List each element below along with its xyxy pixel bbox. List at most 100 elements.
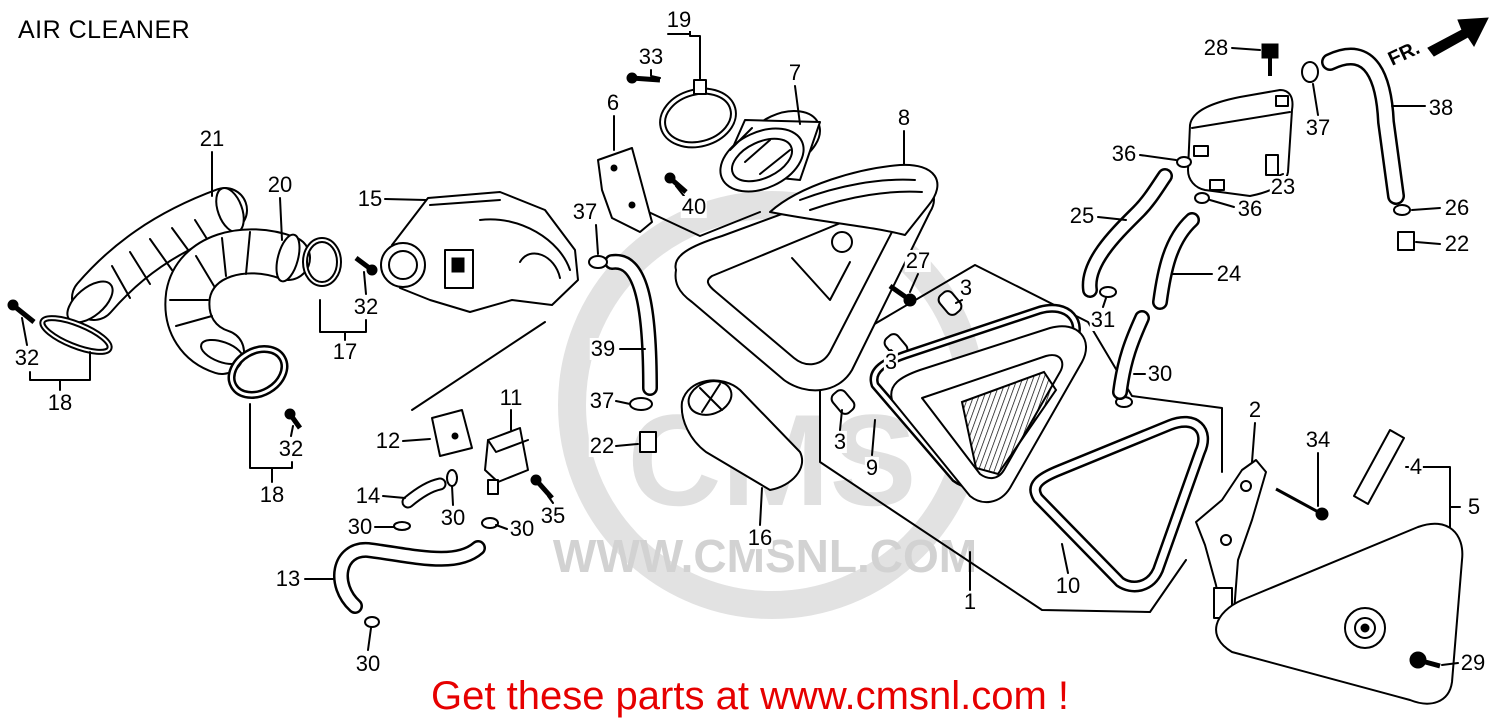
part-39-hose <box>604 253 658 396</box>
part-5-cover <box>1215 522 1464 705</box>
part-21-drawing <box>66 187 248 324</box>
callout-28: 28 <box>1202 35 1230 60</box>
part-17-clamp <box>302 237 342 287</box>
part-19-clamp <box>659 79 737 149</box>
callout-30: 30 <box>1146 361 1174 386</box>
part-27-bolt <box>888 283 917 307</box>
callout-33: 33 <box>637 44 665 69</box>
front-direction-arrow-icon: FR. <box>1385 17 1489 71</box>
callout-27: 27 <box>904 248 932 273</box>
callout-36: 36 <box>1236 196 1264 221</box>
part-26-drawing <box>1393 204 1411 216</box>
callout-22: 22 <box>588 433 616 458</box>
callout-3: 3 <box>832 429 848 454</box>
part-38-hose <box>1321 47 1405 205</box>
callout-19: 19 <box>665 7 693 32</box>
callout-34: 34 <box>1304 427 1332 452</box>
part-29-bolt <box>1409 651 1441 669</box>
part-32-bolts <box>7 256 378 430</box>
part-12-drawing <box>431 409 473 457</box>
callout-40: 40 <box>680 194 708 219</box>
part-24-hose <box>1152 212 1200 310</box>
callout-30: 30 <box>346 514 374 539</box>
callout-37: 37 <box>588 388 616 413</box>
callout-30: 30 <box>354 651 382 676</box>
callout-37: 37 <box>1304 115 1332 140</box>
callout-18: 18 <box>46 390 74 415</box>
part-23-drawing <box>1187 89 1294 197</box>
part-10-drawing <box>1029 415 1210 593</box>
callout-35: 35 <box>539 503 567 528</box>
part-8-drawing <box>674 163 939 392</box>
callout-18: 18 <box>258 482 286 507</box>
callout-21: 21 <box>198 126 226 151</box>
callout-1: 1 <box>962 589 978 614</box>
callout-8: 8 <box>896 105 912 130</box>
part-40-bolt <box>664 172 688 194</box>
callout-13: 13 <box>274 566 302 591</box>
part-37-clamps <box>588 61 1319 411</box>
part-13-hose <box>333 540 486 614</box>
callout-30: 30 <box>508 516 536 541</box>
part-4-drawing <box>1353 429 1405 505</box>
part-20-drawing <box>164 228 311 375</box>
callout-26: 26 <box>1443 195 1471 220</box>
callout-17: 17 <box>331 339 359 364</box>
callout-23: 23 <box>1269 174 1297 199</box>
part-6-bracket <box>597 147 653 233</box>
callout-2: 2 <box>1247 397 1263 422</box>
callout-32: 32 <box>277 436 305 461</box>
part-31-clamp <box>1099 286 1117 298</box>
callout-9: 9 <box>864 455 880 480</box>
part-11-drawing <box>484 427 529 495</box>
callout-24: 24 <box>1215 261 1243 286</box>
part-2-bracket <box>1195 459 1267 619</box>
part-22-drawing <box>639 231 1415 453</box>
callout-32: 32 <box>13 345 41 370</box>
callout-12: 12 <box>374 428 402 453</box>
callout-38: 38 <box>1427 95 1455 120</box>
leader-lines <box>21 29 1461 666</box>
callout-3: 3 <box>958 275 974 300</box>
callout-32: 32 <box>352 294 380 319</box>
callout-3: 3 <box>883 349 899 374</box>
part-35-bolt <box>530 474 554 500</box>
part-16-drawing <box>680 379 803 491</box>
callout-31: 31 <box>1089 307 1117 332</box>
part-34-bolt <box>1275 487 1329 521</box>
part-1-drawing <box>890 325 1088 504</box>
part-25-hose <box>1081 168 1173 298</box>
callout-22: 22 <box>1443 231 1471 256</box>
front-direction-label: FR. <box>1385 37 1423 71</box>
part-15-drawing <box>380 191 579 313</box>
callout-29: 29 <box>1459 650 1487 675</box>
callout-16: 16 <box>746 525 774 550</box>
callout-6: 6 <box>605 90 621 115</box>
callout-14: 14 <box>354 483 382 508</box>
callout-30: 30 <box>439 505 467 530</box>
part-30-clips <box>364 396 1133 628</box>
callout-10: 10 <box>1054 573 1082 598</box>
part-36-clamps <box>1176 156 1210 204</box>
part-18-clamp-lower <box>227 345 289 399</box>
footer-promo-text[interactable]: Get these parts at www.cmsnl.com ! <box>431 674 1069 718</box>
association-lines <box>411 207 1451 613</box>
callout-4: 4 <box>1408 454 1424 479</box>
part-33-bolt <box>626 72 661 84</box>
callout-39: 39 <box>589 336 617 361</box>
part-30-hose <box>1112 310 1150 400</box>
part-14-hose <box>401 477 447 509</box>
part-28-drawing <box>1261 43 1279 76</box>
part-7-drawing <box>719 109 821 193</box>
callout-15: 15 <box>356 186 384 211</box>
callout-5: 5 <box>1466 494 1482 519</box>
page-title: AIR CLEANER <box>18 16 191 44</box>
callout-25: 25 <box>1068 203 1096 228</box>
part-18-clamp-left <box>39 315 113 355</box>
callout-36: 36 <box>1110 141 1138 166</box>
callout-11: 11 <box>498 385 524 410</box>
callout-37: 37 <box>571 199 599 224</box>
callout-7: 7 <box>787 60 803 85</box>
